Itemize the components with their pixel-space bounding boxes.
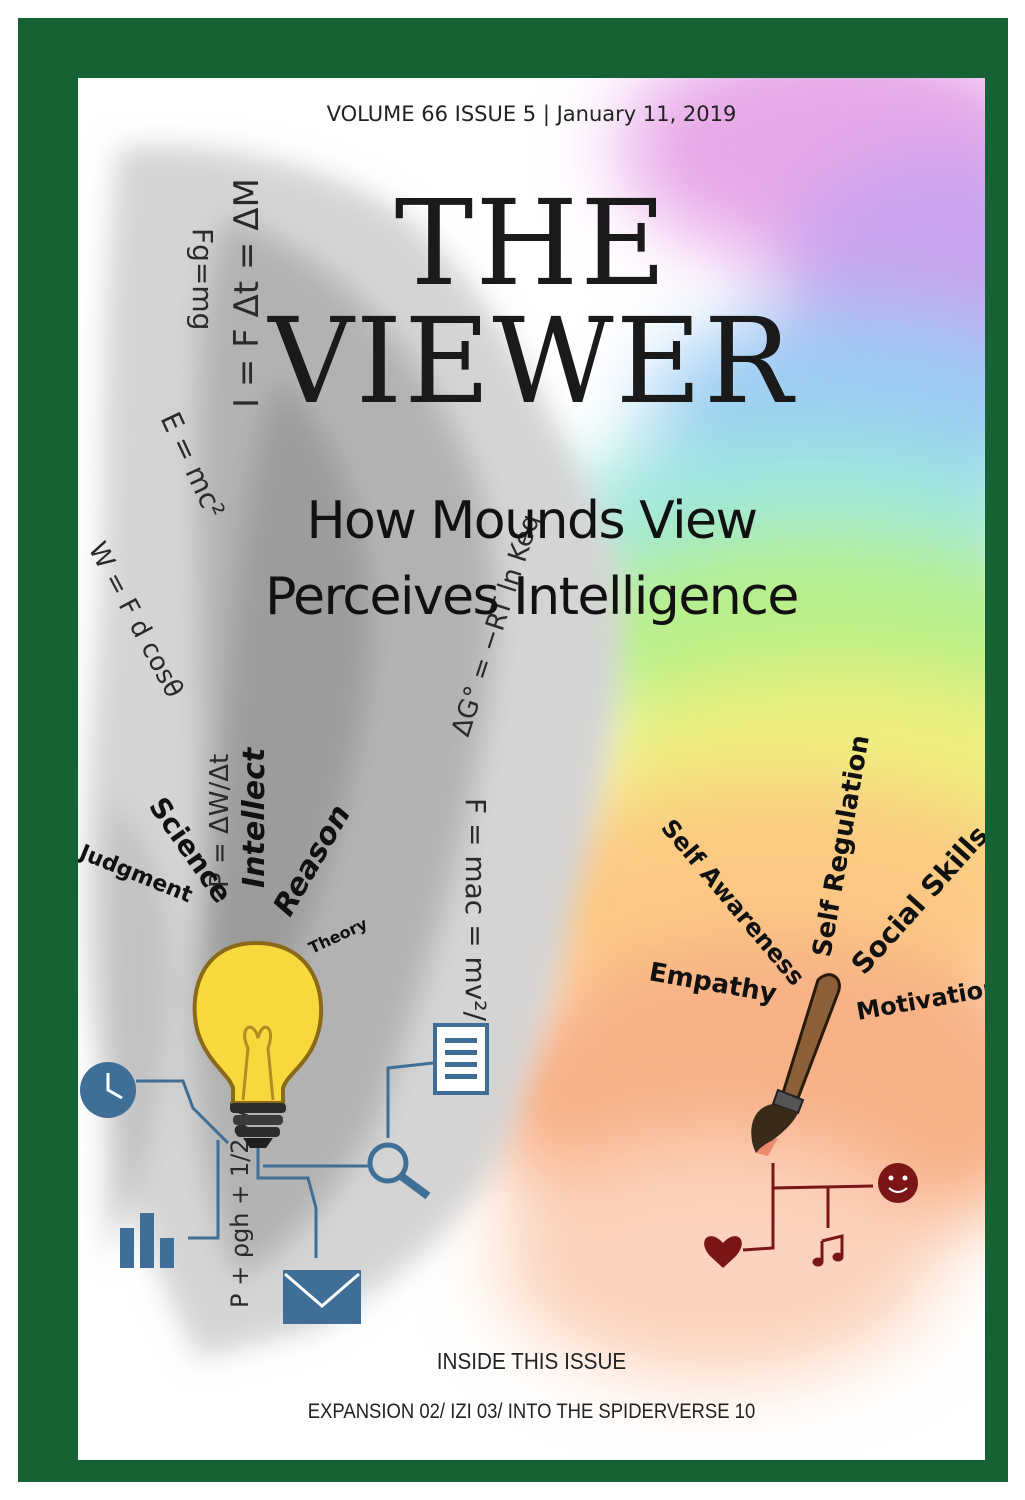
bar-chart-icon	[120, 1213, 174, 1268]
masthead-the: THE	[394, 174, 669, 312]
document-icon	[433, 1023, 489, 1095]
paintbrush-icon	[751, 973, 841, 1156]
bulb-connectors	[136, 1061, 434, 1258]
issue-dateline: VOLUME 66 ISSUE 5 | January 11, 2019	[326, 102, 737, 126]
cover-page: I = F Δt = ΔM Fg=mg E = mc² W = F d cosθ…	[78, 78, 985, 1460]
magnifier-icon	[367, 1142, 431, 1200]
formula-power: P = ΔW/Δt	[205, 754, 235, 888]
brush-connectors	[742, 1163, 874, 1252]
formula-impulse: I = F Δt = ΔM	[227, 178, 267, 408]
cover-artwork: I = F Δt = ΔM Fg=mg E = mc² W = F d cosθ…	[78, 78, 985, 1378]
formula-centripetal: F = mac = mv²/r	[459, 798, 492, 1033]
cover-headline-line-1: How Mounds View	[306, 491, 758, 551]
word-intellect: Intellect	[237, 746, 272, 888]
formula-gravity: Fg=mg	[186, 228, 219, 330]
cover-headline-line-2: Perceives Intelligence	[265, 567, 799, 627]
lightbulb-icon	[192, 940, 324, 1148]
heart-icon	[704, 1236, 742, 1268]
envelope-icon	[283, 1270, 361, 1324]
masthead-viewer: VIEWER	[268, 292, 795, 430]
inside-this-issue-list: EXPANSION 02/ IZI 03/ INTO THE SPIDERVER…	[307, 1400, 756, 1423]
cover-frame: I = F Δt = ΔM Fg=mg E = mc² W = F d cosθ…	[18, 18, 1008, 1482]
clock-icon	[80, 1062, 136, 1118]
inside-this-issue-title: INSIDE THIS ISSUE	[436, 1348, 627, 1374]
music-note-icon	[812, 1234, 844, 1267]
smiley-icon	[878, 1163, 918, 1203]
